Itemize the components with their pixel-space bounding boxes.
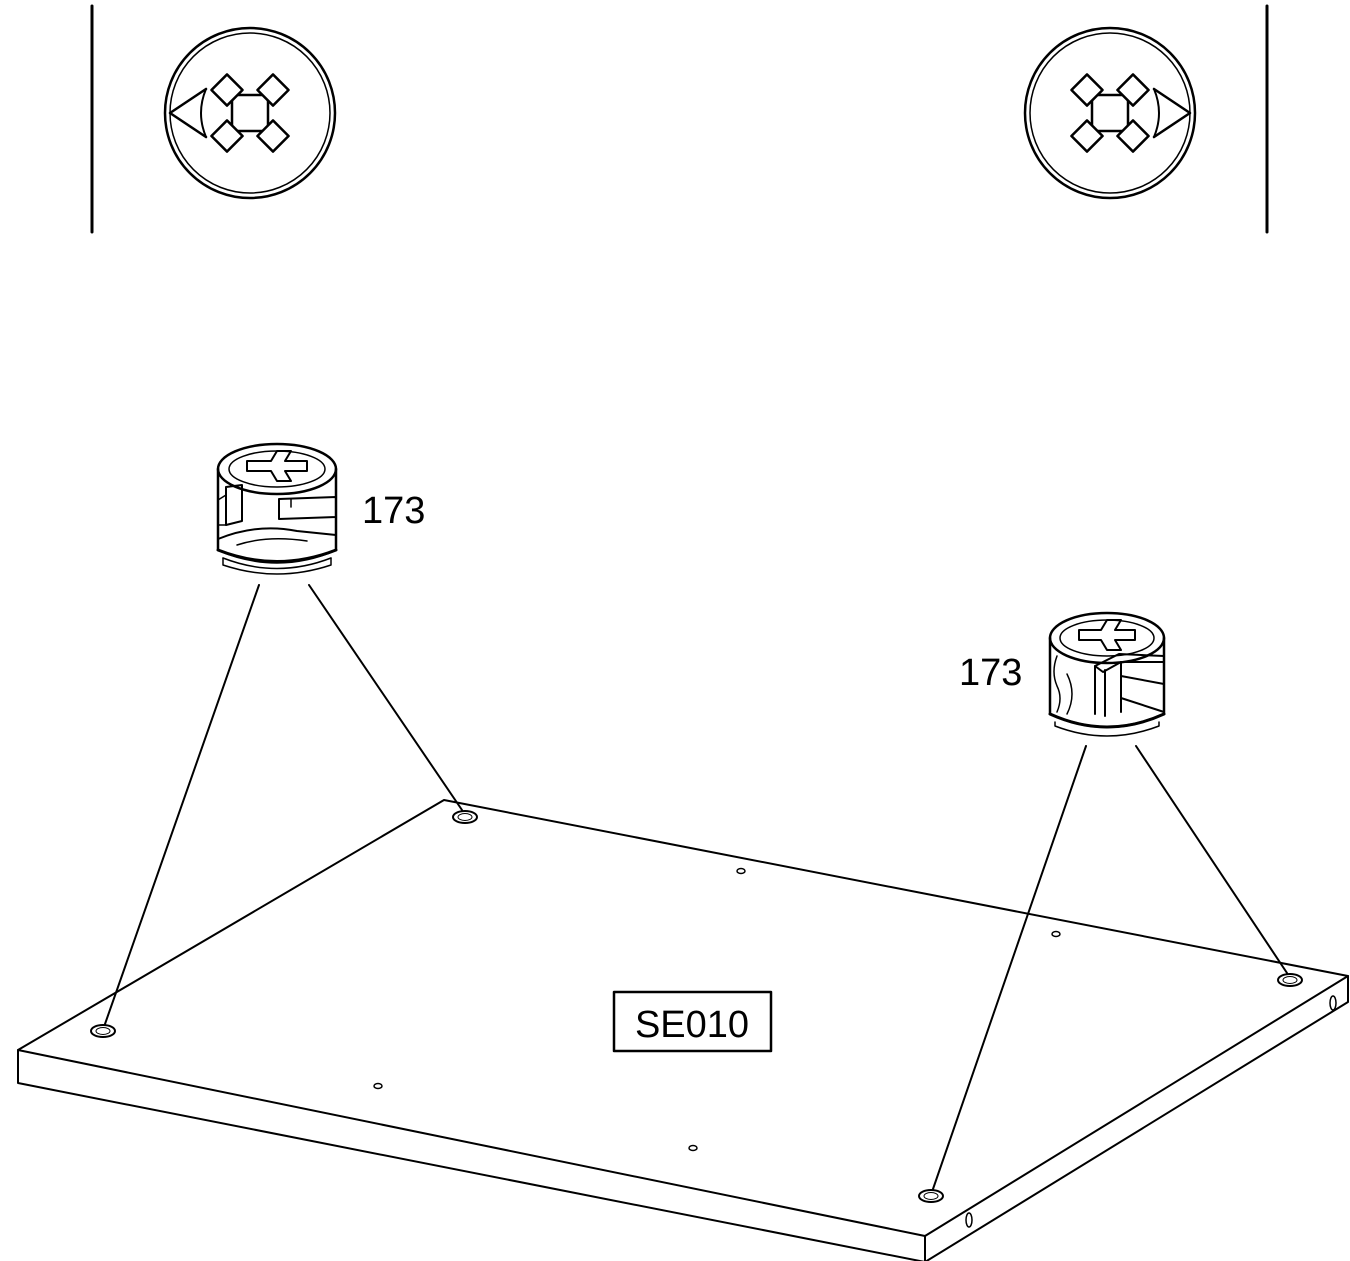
panel-code-box: SE010 — [612, 990, 773, 1053]
dowel-holes — [373, 867, 1061, 1152]
panel-code-label: SE010 — [635, 1004, 749, 1046]
cam-lock-fitting-icon — [216, 442, 338, 575]
cam-holes — [90, 810, 1303, 1203]
leader-lines — [104, 584, 1288, 1190]
cam-lock-orientation-icon-left — [163, 26, 337, 200]
cam-lock-fitting-icon-right — [1048, 611, 1166, 737]
panel-board — [17, 799, 1349, 1261]
part-number-label-left: 173 — [362, 490, 425, 532]
cam-lock-orientation-icon-right — [1023, 26, 1197, 200]
part-number-label-right: 173 — [959, 652, 1022, 694]
